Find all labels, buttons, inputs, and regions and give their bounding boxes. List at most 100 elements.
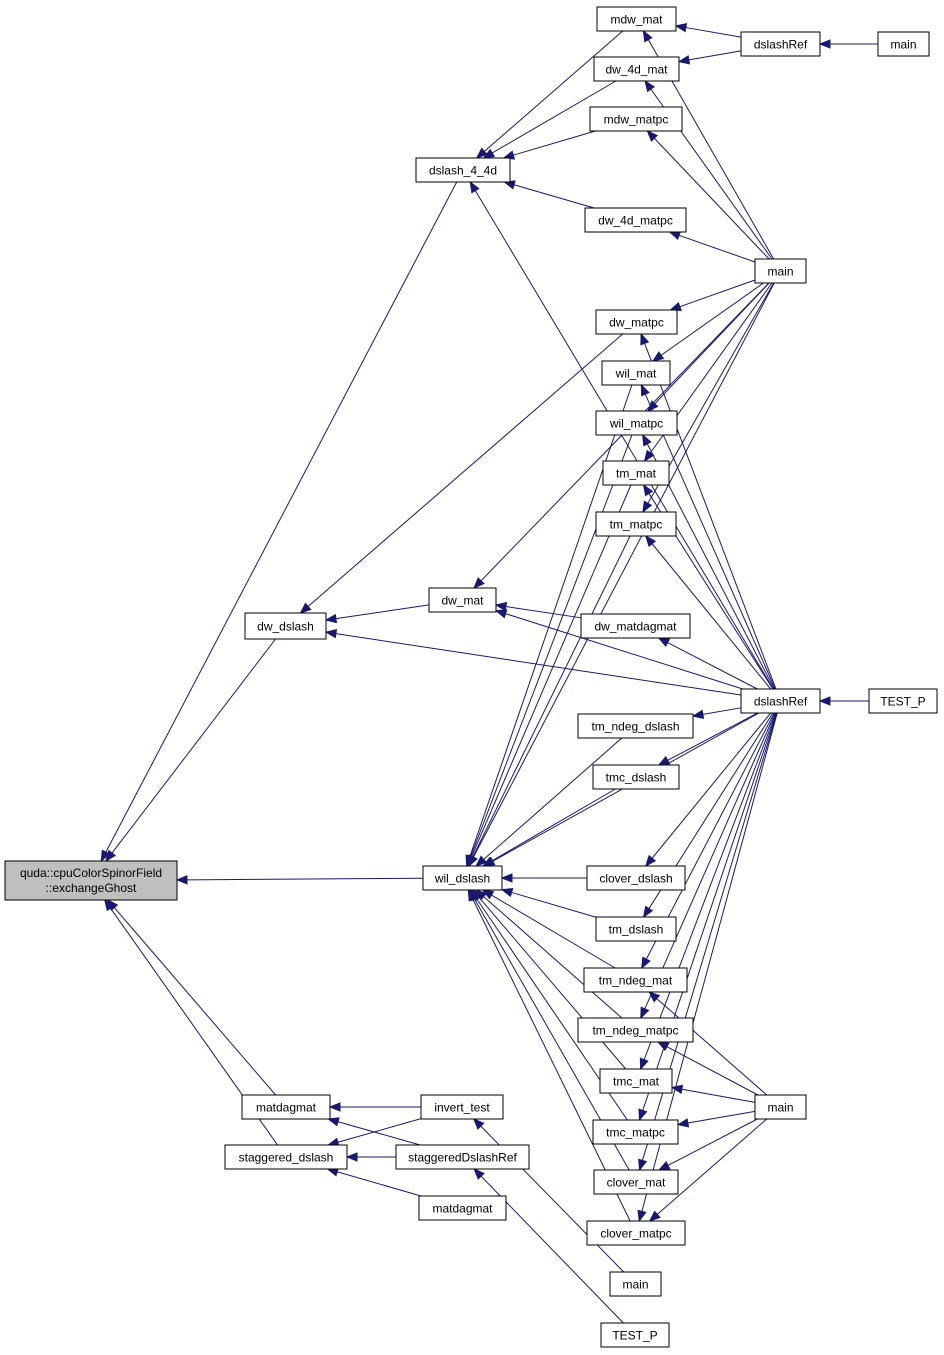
node-matdagmat-bottom[interactable]: matdagmat — [418, 1195, 507, 1221]
node-TEST-P-mid[interactable]: TEST_P — [868, 688, 938, 714]
node-tm-matpc[interactable]: tm_matpc — [595, 511, 677, 537]
node-invert-test-label: invert_test — [434, 1101, 490, 1115]
node-mdw-mat[interactable]: mdw_mat — [596, 6, 677, 32]
edge-dslash_4_4d-dw_4d_mat — [492, 80, 617, 154]
node-tm-ndeg-dslash[interactable]: tm_ndeg_dslash — [577, 713, 694, 739]
edge-arrowhead-tm_mat-dslashRef_mid — [642, 483, 654, 497]
edge-dw_mat-dslashRef_mid — [505, 613, 743, 690]
edge-arrowhead-dw_mat-dslashRef_mid — [494, 609, 508, 619]
node-tmc-matpc[interactable]: tmc_matpc — [592, 1119, 679, 1145]
node-dw-mat[interactable]: dw_mat — [428, 587, 497, 613]
node-matdagmat-left[interactable]: matdagmat — [241, 1094, 331, 1120]
edge-dw_dslash-dslashRef_mid — [335, 633, 742, 696]
edge-arrowhead-matdagmat_left-invert_test — [328, 1102, 341, 1112]
edges-layer — [100, 22, 878, 1324]
edge-mdw_mat-dslashRef_top — [685, 27, 742, 38]
node-dw-matdagmat[interactable]: dw_matdagmat — [580, 613, 691, 639]
edge-dw_dslash-dw_mat — [335, 604, 430, 620]
edge-staggered_dslash-invert_test — [337, 1118, 422, 1143]
edge-dslash_4_4d-mdw_matpc — [513, 130, 596, 156]
edge-arrowhead-dw_4d_matpc-main_mid — [668, 231, 682, 240]
edge-arrowhead-mdw_mat-dslashRef_top — [674, 22, 688, 33]
edge-arrowhead-wil_mat-main_mid — [651, 351, 665, 362]
edge-dw_matdagmat-dslashRef_mid — [667, 642, 758, 690]
edge-wil_mat-dslashRef_mid — [644, 393, 776, 690]
edge-clover_dslash-dslashRef_mid — [651, 712, 772, 859]
node-staggered-dslash[interactable]: staggered_dslash — [224, 1144, 348, 1170]
edge-arrowhead-tmc_dslash-dslashRef_mid — [657, 755, 671, 766]
node-tm-mat[interactable]: tm_mat — [602, 460, 670, 486]
edge-root-dw_dslash — [111, 638, 276, 854]
node-wil-mat[interactable]: wil_mat — [601, 360, 671, 386]
edge-arrowhead-wil_dslash-clover_matpc — [467, 888, 478, 902]
node-dw-4d-mat[interactable]: dw_4d_mat — [593, 56, 680, 82]
edge-root-dslash_4_4d — [105, 181, 458, 853]
node-tm-ndeg-dslash-label: tm_ndeg_dslash — [591, 720, 679, 734]
edge-wil_dslash-clover_matpc — [472, 898, 631, 1222]
node-main-mid[interactable]: main — [754, 258, 807, 284]
edge-wil_dslash-tm_ndeg_dslash — [483, 737, 623, 860]
edge-dslash_4_4d-dslashRef_mid — [474, 190, 774, 690]
edge-dw_matpc-main_mid — [679, 279, 756, 308]
node-tmc-mat[interactable]: tmc_mat — [599, 1068, 673, 1094]
node-wil-dslash-label: wil_dslash — [434, 872, 490, 886]
node-main-top[interactable]: main — [877, 31, 930, 57]
node-dslashRef-top[interactable]: dslashRef — [740, 31, 821, 57]
node-main-bottom[interactable]: main — [609, 1271, 662, 1297]
edge-arrowhead-dw_mat-main_mid — [473, 577, 485, 589]
node-staggered-dslash-ref[interactable]: staggeredDslashRef — [395, 1144, 530, 1170]
edge-arrowhead-tm_matpc-main_mid — [642, 500, 653, 514]
edge-arrowhead-tm_ndeg_matpc-dslashRef_mid — [640, 1006, 650, 1020]
node-tm-dslash[interactable]: tm_dslash — [595, 916, 677, 942]
node-tm-ndeg-matpc[interactable]: tm_ndeg_matpc — [577, 1017, 694, 1043]
edge-arrowhead-dw_mat-dw_matdagmat — [494, 601, 508, 612]
node-matdagmat-left-label: matdagmat — [256, 1101, 317, 1115]
node-TEST-P-bottom[interactable]: TEST_P — [600, 1322, 670, 1348]
node-dw-4d-matpc[interactable]: dw_4d_matpc — [584, 207, 687, 233]
edge-arrowhead-dslashRef_top-main_top — [818, 39, 831, 49]
node-dslashRef-mid[interactable]: dslashRef — [740, 688, 821, 714]
edge-root-wil_dslash — [186, 877, 424, 881]
node-root-box — [4, 860, 178, 901]
node-invert-test[interactable]: invert_test — [420, 1094, 504, 1120]
edge-dslash_4_4d-dw_4d_matpc — [513, 184, 595, 209]
node-dslashRef-top-label: dslashRef — [754, 38, 808, 52]
edge-arrowhead-tmc_mat-dslashRef_mid — [639, 1057, 649, 1071]
edge-tmc_mat-main_low — [681, 1088, 756, 1103]
node-main-bottom-label: main — [622, 1278, 648, 1292]
node-clover-dslash[interactable]: clover_dslash — [586, 865, 686, 891]
edge-arrowhead-tmc_matpc-main_low — [676, 1118, 690, 1128]
edge-arrowhead-wil_matpc-dslashRef_mid — [642, 433, 652, 447]
edge-arrowhead-dw_matpc-dslashRef_mid — [640, 332, 650, 346]
node-wil-dslash[interactable]: wil_dslash — [422, 865, 503, 891]
edge-tm_ndeg_matpc-dslashRef_mid — [644, 712, 776, 1010]
node-wil-matpc[interactable]: wil_matpc — [595, 410, 678, 436]
node-mdw-matpc[interactable]: mdw_matpc — [589, 106, 683, 132]
edge-arrowhead-wil_dslash-tm_dslash — [500, 888, 514, 898]
edge-root-matdagmat_left — [113, 907, 277, 1096]
edge-wil_dslash-wil_matpc — [470, 434, 633, 857]
node-wil-matpc-label: wil_matpc — [609, 417, 663, 431]
node-dw-dslash[interactable]: dw_dslash — [244, 612, 327, 640]
node-tm-ndeg-mat[interactable]: tm_ndeg_mat — [583, 967, 688, 993]
edge-dw_dslash-dw_matpc — [307, 333, 623, 607]
node-dslash-4-4d[interactable]: dslash_4_4d — [415, 157, 511, 183]
node-mdw-mat-label: mdw_mat — [610, 13, 663, 27]
node-tmc-dslash[interactable]: tmc_dslash — [592, 764, 680, 790]
node-clover-mat[interactable]: clover_mat — [593, 1169, 679, 1195]
edge-arrowhead-dw_dslash-dw_matpc — [299, 602, 312, 614]
node-clover-dslash-label: clover_dslash — [599, 872, 672, 886]
edge-dw_matpc-dslashRef_mid — [644, 343, 777, 690]
node-dw-matpc[interactable]: dw_matpc — [595, 309, 678, 335]
node-mdw-matpc-label: mdw_matpc — [604, 113, 669, 127]
edge-wil_dslash-main_mid — [472, 282, 775, 858]
edge-arrowhead-dw_dslash-dslashRef_mid — [324, 629, 338, 639]
node-main-low[interactable]: main — [754, 1094, 807, 1120]
edge-wil_dslash-tm_ndeg_matpc — [483, 896, 623, 1019]
edge-arrowhead-mdw_mat-main_mid — [642, 29, 653, 43]
edge-arrowhead-dslash_4_4d-dw_4d_mat — [482, 148, 496, 159]
node-clover-matpc[interactable]: clover_matpc — [586, 1220, 686, 1246]
node-dslash-4-4d-label: dslash_4_4d — [429, 164, 497, 178]
edge-arrowhead-tm_ndeg_mat-main_low — [648, 991, 661, 1003]
node-root[interactable]: quda::cpuColorSpinorField ::exchangeGhos… — [4, 860, 178, 901]
